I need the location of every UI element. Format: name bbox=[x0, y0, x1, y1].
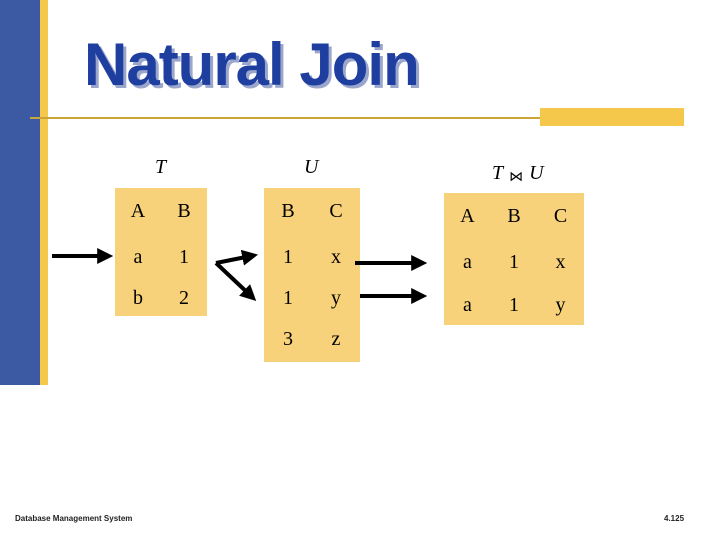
sidebar-blue-bar bbox=[0, 0, 40, 385]
u-cell: 1 bbox=[264, 234, 312, 280]
result-cell: y bbox=[537, 285, 584, 325]
u-cell: y bbox=[312, 280, 360, 316]
result-left-name: T bbox=[492, 162, 504, 184]
arrow-match-row-1 bbox=[215, 249, 259, 266]
arrow-match-row-2 bbox=[214, 261, 257, 301]
result-cell: a bbox=[444, 285, 491, 325]
accent-box bbox=[540, 108, 684, 126]
sidebar-gold-bar bbox=[40, 0, 48, 385]
relation-u-label: U bbox=[304, 156, 319, 178]
join-operator: ⋈ bbox=[509, 170, 524, 185]
result-cell: 1 bbox=[491, 285, 537, 325]
footer-slide-number: 4.125 bbox=[664, 514, 685, 523]
u-header-b: B bbox=[264, 188, 312, 234]
u-cell: x bbox=[312, 234, 360, 280]
footer-course: Database Management System bbox=[15, 514, 133, 523]
t-header-b: B bbox=[161, 188, 207, 234]
t-cell: a bbox=[115, 234, 161, 280]
result-cell: x bbox=[537, 239, 584, 285]
relation-t-label: T bbox=[155, 156, 167, 178]
t-header-a: A bbox=[115, 188, 161, 234]
result-header-b: B bbox=[491, 193, 537, 239]
result-cell: a bbox=[444, 239, 491, 285]
u-cell: z bbox=[312, 316, 360, 362]
slide-title: Natural Join bbox=[84, 31, 420, 98]
u-cell: 3 bbox=[264, 316, 312, 362]
result-header-c: C bbox=[537, 193, 584, 239]
t-cell: b bbox=[115, 280, 161, 316]
t-cell: 1 bbox=[161, 234, 207, 280]
result-header-a: A bbox=[444, 193, 491, 239]
t-cell: 2 bbox=[161, 280, 207, 316]
title-rule bbox=[30, 117, 540, 119]
u-header-c: C bbox=[312, 188, 360, 234]
result-right-name: U bbox=[529, 162, 544, 184]
result-label: T ⋈ U bbox=[492, 162, 544, 185]
u-cell: 1 bbox=[264, 280, 312, 316]
result-cell: 1 bbox=[491, 239, 537, 285]
